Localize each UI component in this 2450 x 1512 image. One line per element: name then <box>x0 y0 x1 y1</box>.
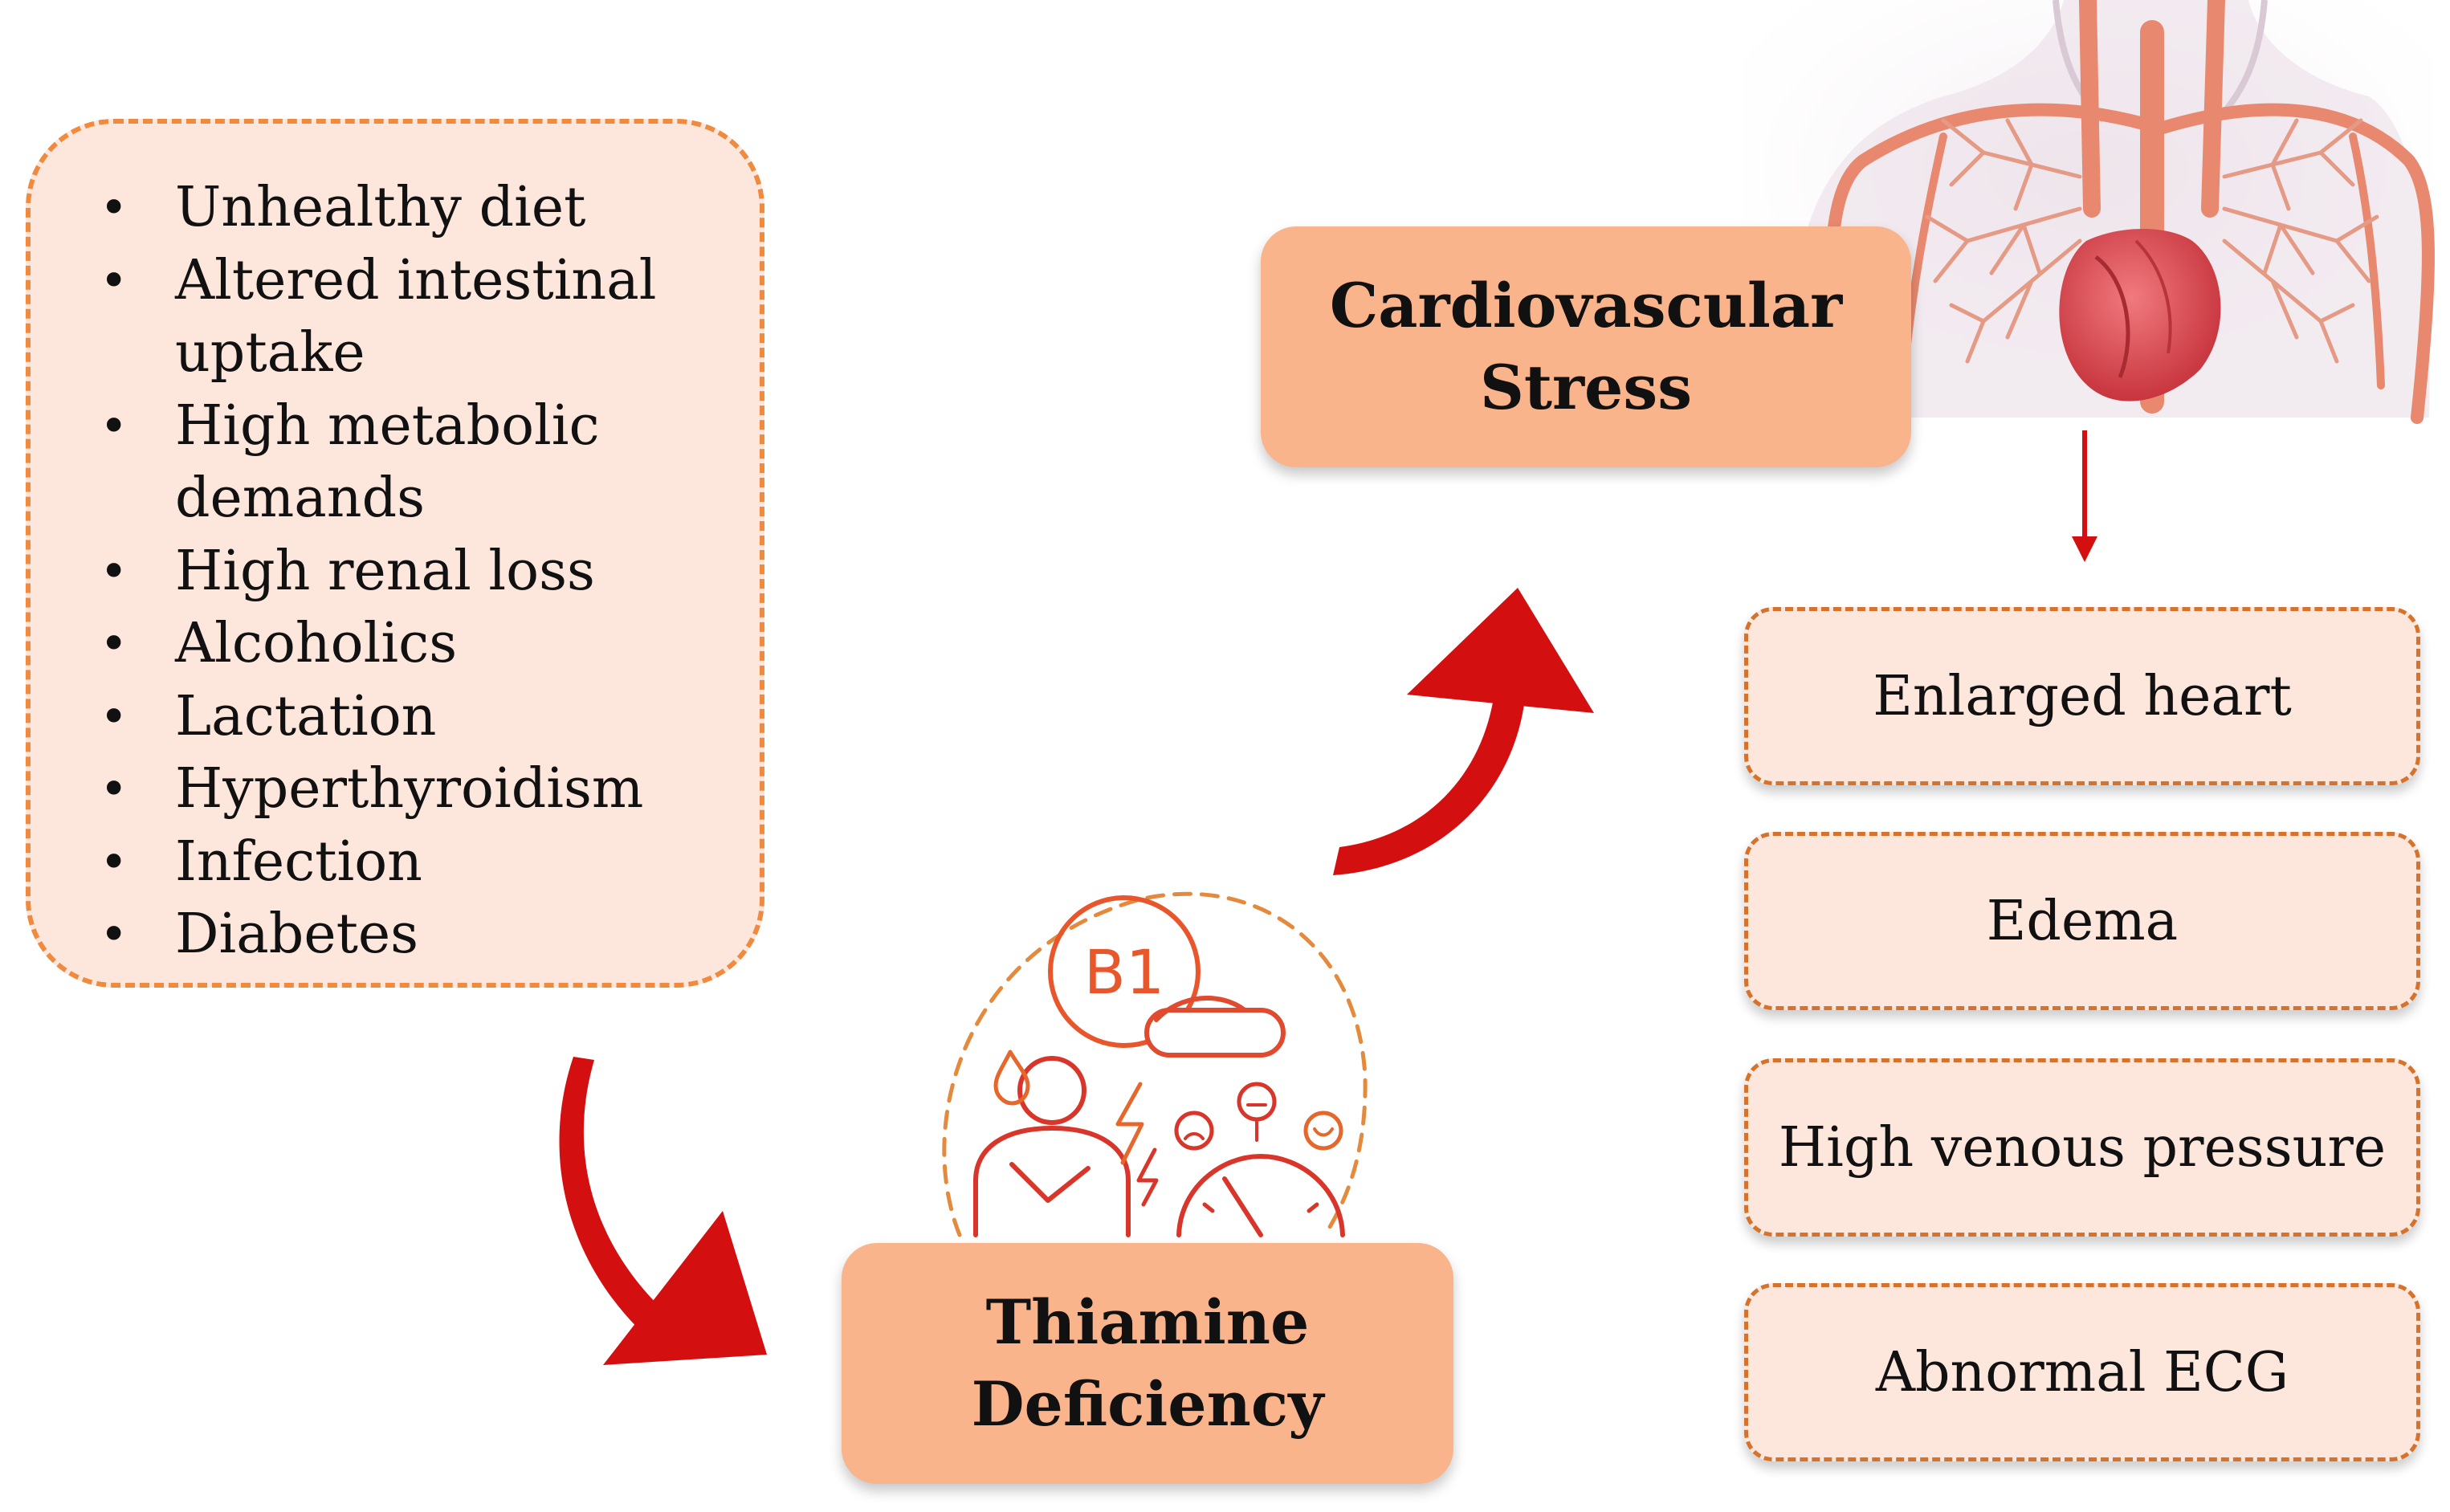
effect-label: Enlarged heart <box>1873 664 2292 728</box>
cause-item: Alcoholics <box>31 608 760 681</box>
arrow-cardio-to-effects <box>2072 430 2097 562</box>
cause-item: Unhealthy diet <box>31 172 760 245</box>
person-icon <box>1017 1056 1086 1125</box>
cause-item: Hyperthyroidism <box>31 753 760 826</box>
cause-item: Infection <box>31 826 760 899</box>
causes-list: Unhealthy diet Altered intestinal uptake… <box>31 172 760 972</box>
thiamine-deficiency-label: Thiamine Deficiency <box>971 1286 1324 1440</box>
thiamine-deficiency-node: Thiamine Deficiency <box>842 1243 1453 1484</box>
b1-label: B1 <box>1084 936 1165 1008</box>
cause-item: High metabolic demands <box>31 390 760 536</box>
effect-high-venous-pressure: High venous pressure <box>1744 1058 2420 1237</box>
cause-item: Lactation <box>31 681 760 754</box>
arrow-thiamine-to-cardio <box>1333 588 1594 875</box>
effect-label: High venous pressure <box>1778 1115 2387 1180</box>
cause-item: Altered intestinal uptake <box>31 245 760 390</box>
cause-item: Diabetes <box>31 899 760 972</box>
cause-item: High renal loss <box>31 536 760 609</box>
vitamin-b1-deficiency-icon: B1 <box>942 891 1368 1237</box>
causes-box: Unhealthy diet Altered intestinal uptake… <box>26 119 764 988</box>
cardiovascular-stress-label: Cardiovascular Stress <box>1329 270 1843 423</box>
pill-icon <box>1144 1008 1286 1058</box>
effect-edema: Edema <box>1744 832 2420 1010</box>
arrow-causes-to-thiamine <box>559 1057 767 1365</box>
effect-label: Abnormal ECG <box>1875 1340 2289 1404</box>
b1-circle-icon <box>1048 895 1201 1048</box>
cardiovascular-stress-node: Cardiovascular Stress <box>1261 226 1911 467</box>
effect-label: Edema <box>1986 889 2179 953</box>
effect-abnormal-ecg: Abnormal ECG <box>1744 1283 2420 1461</box>
neutral-face-icon <box>1237 1082 1277 1122</box>
effect-enlarged-heart: Enlarged heart <box>1744 607 2420 785</box>
sad-face-icon <box>1174 1111 1214 1151</box>
happy-face-icon <box>1303 1111 1343 1151</box>
